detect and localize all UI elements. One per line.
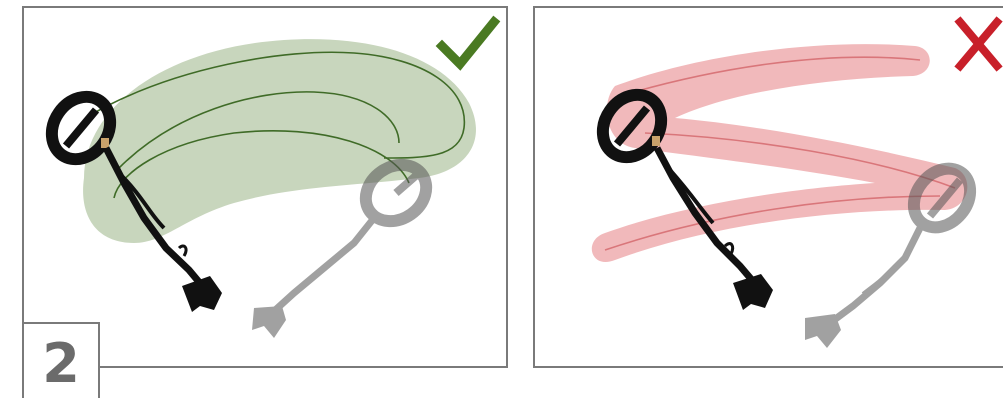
- correct-sweep-panel: [22, 6, 508, 368]
- incorrect-sweep-panel: [533, 6, 1003, 368]
- check-icon: [442, 22, 494, 64]
- step-number-badge: 2: [22, 322, 100, 398]
- cross-icon: [960, 22, 997, 66]
- step-number: 2: [42, 337, 80, 391]
- correct-sweep-drawing: [24, 8, 508, 368]
- incorrect-sweep-drawing: [535, 8, 1003, 368]
